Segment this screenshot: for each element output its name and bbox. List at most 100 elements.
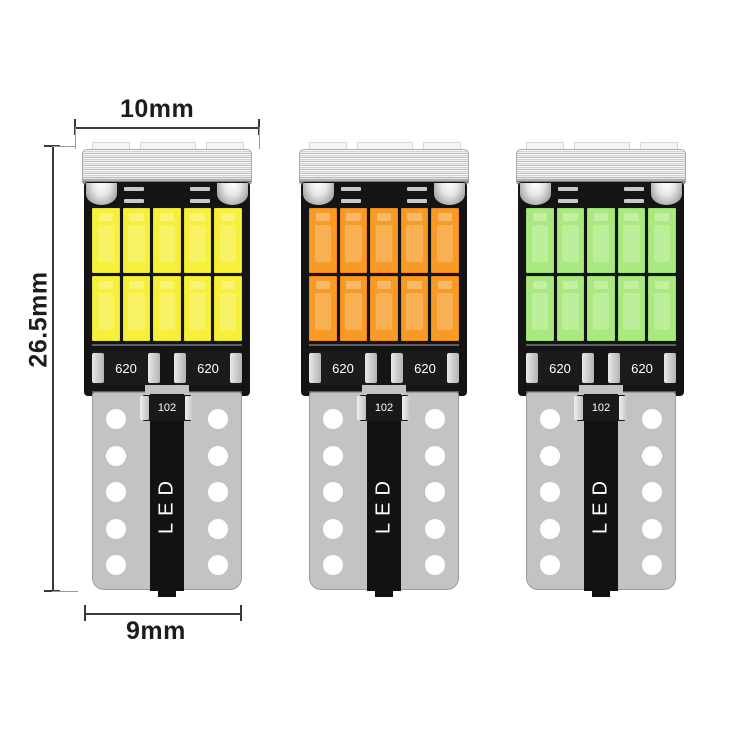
width-extension-left: [75, 127, 76, 149]
via-hole: [106, 482, 126, 502]
width-dimension-line: [74, 127, 260, 129]
strip-led-label: LED: [372, 473, 395, 534]
via-column: [105, 409, 127, 575]
strip-foot: [375, 583, 393, 597]
via-hole: [323, 518, 343, 539]
via-hole: [642, 409, 662, 429]
bulb-body: 620 620: [301, 182, 467, 396]
solder-pad: [124, 187, 144, 191]
via-hole: [208, 482, 228, 502]
resistor-endcap: [174, 353, 186, 383]
resistor-code-label: 620: [414, 360, 436, 376]
via-hole: [540, 555, 560, 575]
via-hole: [323, 409, 343, 429]
capacitor-code-label: 102: [374, 402, 394, 414]
led-chip: [617, 276, 646, 341]
resistor-endcap: [230, 353, 242, 383]
led-chip: [400, 208, 429, 273]
solder-pad: [341, 199, 361, 203]
via-hole: [642, 482, 662, 502]
lower-pcb: LED 102: [309, 385, 459, 597]
height-dimension-line: [52, 145, 54, 592]
led-chip: [556, 276, 585, 341]
resistor-code-label: 620: [115, 360, 137, 376]
height-dimension-label: 26.5mm: [24, 271, 53, 368]
led-chip: [183, 208, 212, 273]
led-chip: [400, 276, 429, 341]
capacitor-code-label: 102: [591, 402, 611, 414]
via-column: [322, 409, 344, 575]
via-column: [539, 409, 561, 575]
led-chip: [339, 208, 368, 273]
via-hole: [323, 482, 343, 502]
led-chip: [214, 208, 242, 273]
strip-led-label: LED: [155, 473, 178, 534]
solder-pad: [407, 199, 427, 203]
resistor-endcap: [526, 353, 538, 383]
metal-cap: [516, 149, 686, 184]
solder-pad: [624, 187, 644, 191]
solder-pad: [124, 199, 144, 203]
led-chip: [122, 208, 151, 273]
led-chip: [526, 276, 554, 341]
via-hole: [425, 445, 445, 466]
width-extension-right: [259, 127, 260, 149]
led-chip: [183, 276, 212, 341]
resistor-code-label: 620: [549, 360, 571, 376]
width-dimension-label: 10mm: [120, 95, 195, 123]
via-hole: [540, 482, 560, 502]
led-chip: [309, 276, 337, 341]
depth-dimension-line: [84, 613, 242, 615]
pcb-trace-line: [309, 344, 459, 346]
via-hole: [208, 445, 228, 466]
via-hole: [208, 409, 228, 429]
capacitor-endcap: [402, 396, 411, 420]
via-hole: [642, 445, 662, 466]
led-chip: [92, 276, 120, 341]
led-chip: [431, 208, 459, 273]
led-chip: [587, 276, 615, 341]
led-chip: [556, 208, 585, 273]
cap-tab: [309, 142, 347, 151]
led-chip-grid: [92, 208, 242, 341]
strip-top-pad: [145, 385, 189, 394]
resistor: 620: [391, 351, 459, 385]
via-hole: [208, 518, 228, 539]
depth-dimension-label: 9mm: [126, 617, 186, 645]
via-hole: [425, 555, 445, 575]
led-chip: [370, 276, 398, 341]
capacitor: 102: [140, 395, 194, 421]
resistor-row: 620 620: [309, 348, 459, 388]
strip-top-pad: [579, 385, 623, 394]
resistor-code-label: 620: [332, 360, 354, 376]
resistor-endcap: [148, 353, 160, 383]
cap-tab: [423, 142, 461, 151]
via-hole: [540, 409, 560, 429]
capacitor-endcap: [574, 396, 583, 420]
led-chip: [339, 276, 368, 341]
led-chip: [370, 208, 398, 273]
resistor-endcap: [365, 353, 377, 383]
resistor: 620: [309, 351, 377, 385]
reflector-dome-icon: [651, 183, 682, 205]
via-hole: [425, 482, 445, 502]
resistor: 620: [92, 351, 160, 385]
led-chip: [214, 276, 242, 341]
cap-tab: [574, 142, 630, 151]
reflector-dome-icon: [520, 183, 551, 205]
led-chip: [153, 208, 181, 273]
cap-tab: [140, 142, 196, 151]
capacitor: 102: [574, 395, 628, 421]
via-column: [641, 409, 663, 575]
pcb-trace-line: [526, 344, 676, 346]
via-hole: [106, 555, 126, 575]
led-chip: [92, 208, 120, 273]
solder-pad: [341, 187, 361, 191]
via-hole: [425, 409, 445, 429]
